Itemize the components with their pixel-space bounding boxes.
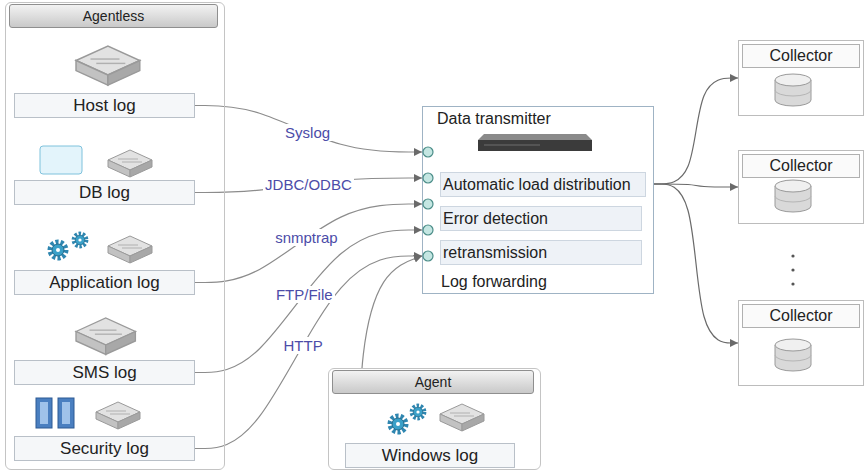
host-icon xyxy=(76,46,140,85)
gear-icon xyxy=(412,406,425,419)
log-source-box: Security log xyxy=(14,436,195,461)
gear-icon xyxy=(74,234,87,247)
database-icon xyxy=(775,74,811,371)
connector-line xyxy=(654,78,738,184)
log-source-box: SMS log xyxy=(14,360,195,385)
server-icon xyxy=(96,402,140,429)
box-label: retransmission xyxy=(441,244,547,262)
box-label: SMS log xyxy=(72,363,136,383)
box-title: Collector xyxy=(742,304,860,328)
dot xyxy=(791,282,794,285)
cylinder-icon xyxy=(775,74,811,106)
box-label: Automatic load distribution xyxy=(441,176,631,194)
connector-line xyxy=(195,106,422,153)
connector-line xyxy=(654,184,738,343)
connector-line xyxy=(195,230,422,373)
door-icon xyxy=(40,402,48,424)
input-port xyxy=(423,225,433,235)
application-icon xyxy=(50,234,152,263)
agent-panel: AgentWindows log xyxy=(328,368,541,470)
rack-line xyxy=(484,145,540,146)
connector-line xyxy=(654,184,738,187)
collector-box: Collector xyxy=(738,150,864,224)
input-port xyxy=(423,199,433,209)
box-label: Error detection xyxy=(441,210,548,228)
log-source-box: Host log xyxy=(14,93,195,118)
collector-box: Collector xyxy=(738,40,864,116)
gear-icon xyxy=(50,242,66,258)
box-label: Application log xyxy=(49,273,160,293)
security-icon xyxy=(36,398,140,429)
rack-top xyxy=(478,134,592,140)
edge-label: Syslog xyxy=(283,124,332,141)
log-source-box: Windows log xyxy=(345,443,515,468)
edge-label: HTTP xyxy=(281,337,324,354)
edge-label: JDBC/ODBC xyxy=(263,176,354,193)
panel-heading: Agentless xyxy=(9,4,218,28)
panel-heading: Agent xyxy=(332,370,534,394)
rack-front xyxy=(478,140,592,151)
server-icon xyxy=(108,236,152,263)
cylinder-icon xyxy=(775,180,811,212)
transmitter-box: Data transmitterLog forwarding Automatic … xyxy=(422,106,654,294)
sms-icon xyxy=(76,318,135,354)
cylinder-icon xyxy=(775,339,811,371)
box-label: Host log xyxy=(73,96,135,116)
server-icon xyxy=(108,150,152,177)
log-source-box: DB log xyxy=(14,180,195,205)
windows-icon xyxy=(390,404,484,432)
edge-label: FTP/File xyxy=(274,286,335,303)
server-icon xyxy=(76,318,135,354)
function-box: Error detection xyxy=(440,206,642,231)
edge-label: snmptrap xyxy=(273,229,340,246)
box-title: Collector xyxy=(742,154,860,178)
ellipsis-dots xyxy=(791,254,794,285)
collector-box: Collector xyxy=(738,300,864,386)
function-box: Automatic load distribution xyxy=(440,172,646,197)
db-icon xyxy=(40,146,152,177)
box-note: Log forwarding xyxy=(441,273,547,291)
function-box: retransmission xyxy=(440,240,642,265)
monitor-icon xyxy=(40,146,82,174)
connector-line xyxy=(195,204,422,283)
input-port xyxy=(423,147,433,157)
door-icon xyxy=(62,402,70,424)
log-source-box: Application log xyxy=(14,270,195,295)
rack-device-icon xyxy=(478,134,592,151)
dot xyxy=(791,268,794,271)
box-title: Collector xyxy=(742,44,860,68)
dot xyxy=(791,254,794,257)
box-title: Data transmitter xyxy=(437,110,551,128)
box-label: Security log xyxy=(60,439,149,459)
input-port xyxy=(423,173,433,183)
gear-icon xyxy=(390,416,406,432)
door-icon xyxy=(36,398,52,428)
agentless-panel: AgentlessHost log DB logApplication logSM… xyxy=(5,2,225,470)
server-icon xyxy=(440,404,484,431)
server-icon xyxy=(76,46,140,85)
box-label: DB log xyxy=(79,183,130,203)
door-icon xyxy=(58,398,74,428)
port-group xyxy=(423,147,433,261)
box-label: Windows log xyxy=(382,446,478,466)
input-port xyxy=(423,251,433,261)
